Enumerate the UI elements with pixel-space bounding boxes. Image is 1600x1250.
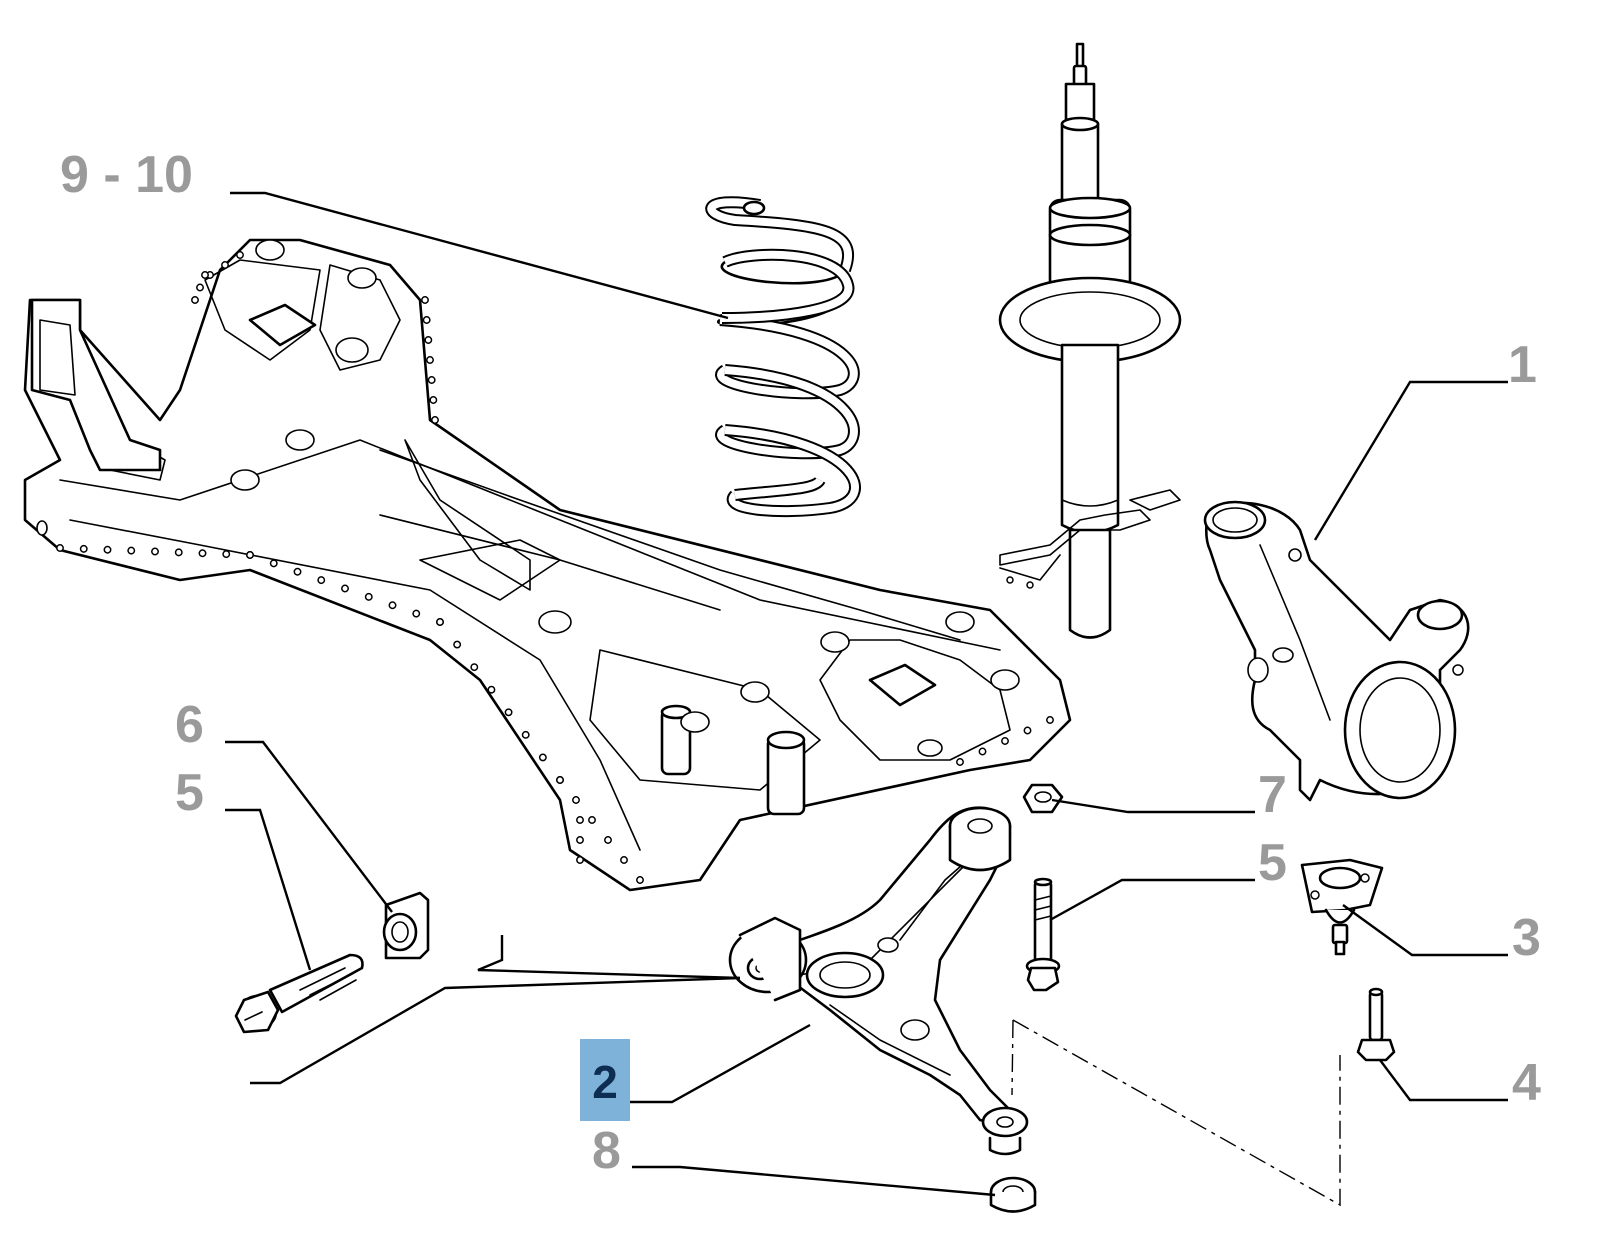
svg-text:3: 3	[1512, 909, 1541, 967]
rivet-dot	[317, 576, 326, 585]
rivet-dot	[174, 548, 183, 557]
leader-lines	[225, 191, 1508, 1207]
callout-7: 7	[1258, 766, 1287, 824]
svg-text:4: 4	[1512, 1054, 1541, 1112]
rivet-dot	[576, 816, 584, 824]
rivet-dot	[556, 776, 564, 784]
bushing	[382, 891, 430, 960]
rivet-dot	[470, 663, 479, 672]
callout-9-10: 9 - 10	[60, 146, 193, 204]
rivet-dot	[236, 251, 244, 259]
rivet-dot	[246, 551, 254, 559]
callout-5-right: 5	[1258, 834, 1287, 892]
svg-text:8: 8	[592, 1122, 621, 1180]
small-bolt	[1356, 987, 1396, 1062]
rivet-dot	[421, 296, 429, 304]
rivet-dot	[538, 753, 547, 762]
rivet-dot	[453, 640, 462, 649]
rivet-dot	[431, 416, 439, 424]
rivet-dot	[151, 547, 159, 556]
flanged-bolt	[1025, 877, 1061, 992]
rivet-dot	[127, 546, 136, 555]
rivet-dot	[201, 271, 209, 279]
nut	[1022, 783, 1064, 814]
rivet-dot	[636, 876, 644, 884]
shock-absorber	[998, 42, 1182, 639]
steering-knuckle	[1203, 500, 1470, 802]
rivet-dot	[956, 758, 964, 766]
rivet-dot	[388, 601, 397, 610]
rivet-dot	[341, 584, 349, 593]
rivet-dot	[978, 747, 987, 756]
rivet-dot	[1046, 716, 1054, 724]
rivet-dot	[103, 545, 112, 554]
rivet-dot	[422, 316, 431, 324]
rivet-dot	[576, 836, 584, 844]
rivet-dot	[412, 609, 421, 618]
rivet-dot	[487, 685, 496, 694]
svg-text:2: 2	[592, 1056, 618, 1108]
callout-5-left: 5	[175, 764, 204, 822]
callout-6: 6	[175, 696, 204, 754]
rivet-dot	[576, 856, 584, 864]
svg-text:5: 5	[175, 764, 204, 822]
rivet-dot	[222, 550, 231, 559]
rivet-dot	[221, 261, 229, 269]
callout-4: 4	[1512, 1054, 1541, 1112]
rivet-dot	[436, 618, 444, 626]
rivet-dot	[521, 730, 530, 739]
svg-text:1: 1	[1508, 336, 1537, 394]
rear-bushing	[989, 1176, 1037, 1213]
rivet-dot	[198, 549, 207, 558]
callout-1: 1	[1508, 336, 1537, 394]
callout-3: 3	[1512, 909, 1541, 967]
rivet-dot	[620, 856, 628, 864]
rivet-dot	[426, 356, 434, 364]
rivet-dot	[1023, 726, 1032, 735]
coil-spring	[705, 196, 861, 518]
rivet-dot	[269, 559, 278, 568]
svg-text:9 - 10: 9 - 10	[60, 146, 193, 204]
rivet-dot	[429, 396, 438, 404]
lower-control-arm	[728, 806, 1029, 1156]
rivet-dot	[1001, 737, 1009, 745]
rivet-dot	[572, 796, 580, 804]
rivet-dot	[191, 296, 199, 304]
rivet-dot	[424, 336, 433, 344]
subframe	[23, 238, 1072, 892]
highlight-box	[580, 1039, 630, 1121]
rivet-dot	[364, 592, 373, 601]
callout-2-highlighted: 2	[580, 1039, 630, 1121]
flanged-bolt-long	[234, 953, 364, 1034]
svg-text:6: 6	[175, 696, 204, 754]
rivet-dot	[588, 816, 596, 824]
svg-text:5: 5	[1258, 834, 1287, 892]
rivet-dot	[427, 376, 436, 384]
rivet-dot	[196, 283, 204, 292]
ball-joint	[1300, 858, 1384, 956]
rivet-dot	[79, 544, 88, 553]
rivet-dot	[293, 567, 302, 576]
svg-text:7: 7	[1258, 766, 1287, 824]
rivet-dot	[56, 544, 64, 552]
subframe-pin	[766, 730, 806, 816]
callout-8: 8	[592, 1122, 621, 1180]
rivet-dot	[504, 708, 513, 717]
rivet-dot	[604, 836, 612, 844]
